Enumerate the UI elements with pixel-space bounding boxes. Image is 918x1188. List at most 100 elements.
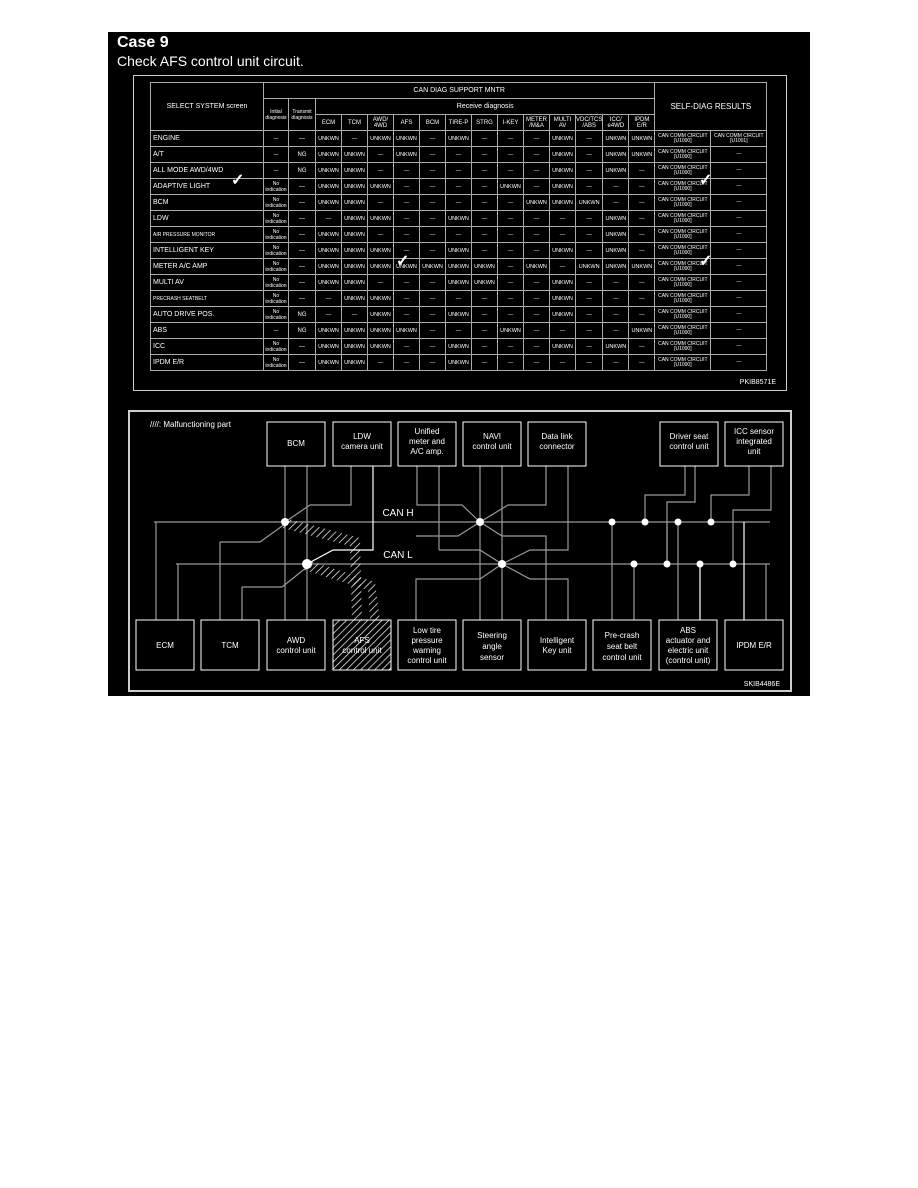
receive-diag-cell: — xyxy=(574,178,604,195)
check-mark-icon: ✓ xyxy=(699,172,713,189)
receive-diag-cell: UNKWN xyxy=(497,322,524,339)
receive-diag-cell: — xyxy=(523,338,550,355)
system-name-cell: IPDM E/R xyxy=(150,354,264,371)
receive-diag-cell: UNKWN xyxy=(549,290,576,307)
receive-diag-cell: — xyxy=(628,162,656,179)
receive-diag-cell: — xyxy=(471,338,498,355)
receive-diag-cell: UNKWN xyxy=(393,146,420,163)
system-name-cell: BCM xyxy=(150,194,264,211)
receive-diag-cell: — xyxy=(471,354,498,371)
receive-diag-cell: — xyxy=(445,322,472,339)
svg-text:control unit: control unit xyxy=(276,646,316,655)
receive-diag-cell: — xyxy=(602,306,630,323)
receive-diag-cell: UNKWN xyxy=(471,274,498,291)
system-name-cell: METER A/C AMP xyxy=(150,258,264,275)
receive-diag-cell: UNKWN xyxy=(549,194,576,211)
receive-diag-cell: — xyxy=(367,274,394,291)
receive-diag-cell: — xyxy=(471,146,498,163)
receive-diag-cell: — xyxy=(419,354,446,371)
receive-diag-cell: UNKWN xyxy=(315,226,342,243)
receive-diag-cell: — xyxy=(497,130,524,147)
receive-diag-cell: UNKWN xyxy=(341,194,368,211)
svg-text:AFS: AFS xyxy=(354,636,370,645)
initial-diag-cell: No indication xyxy=(263,290,289,307)
svg-text:camera unit: camera unit xyxy=(341,442,384,451)
initial-diag-cell: No indication xyxy=(263,194,289,211)
receive-diag-cell: UNKWN xyxy=(549,130,576,147)
receive-diag-cell: UNKWN xyxy=(523,258,550,275)
can-network-diagram: ////: Malfunctioning part CAN H CAN L BC… xyxy=(128,410,792,692)
self-diag-result-1: CAN COMM CIRCUIT [U1000] xyxy=(654,130,712,147)
receive-diag-cell: UNKWN xyxy=(602,162,630,179)
can-diag-support-header: CAN DIAG SUPPORT MNTR xyxy=(262,82,656,99)
receive-diag-cell: — xyxy=(628,338,656,355)
self-diag-result-2: — xyxy=(710,354,768,371)
svg-text:Low tire: Low tire xyxy=(413,626,442,635)
receive-diag-cell: UNKWN xyxy=(367,178,394,195)
receive-diag-cell: UNKWN xyxy=(341,322,368,339)
receive-diag-cell: UNKWN xyxy=(367,322,394,339)
receive-column-header: IPDM E/R xyxy=(628,114,656,131)
receive-diag-cell: UNKWN xyxy=(341,274,368,291)
svg-text:integrated: integrated xyxy=(736,437,772,446)
transmit-diag-cell: — xyxy=(288,258,316,275)
receive-column-header: AFS xyxy=(393,114,420,131)
receive-diag-cell: — xyxy=(497,194,524,211)
self-diag-result-1: CAN COMM CIRCUIT [U1000] xyxy=(654,290,712,307)
receive-diag-cell: — xyxy=(628,290,656,307)
receive-diag-cell: — xyxy=(497,226,524,243)
receive-diag-cell: — xyxy=(549,322,576,339)
receive-diag-cell: — xyxy=(419,306,446,323)
receive-diag-cell: — xyxy=(574,322,604,339)
check-mark-icon: ✓ xyxy=(396,253,410,270)
receive-diag-cell: — xyxy=(574,226,604,243)
receive-diag-cell: UNKWN xyxy=(341,258,368,275)
system-name-cell: ALL MODE AWD/4WD xyxy=(150,162,264,179)
receive-diag-cell: — xyxy=(523,322,550,339)
transmit-diag-cell: — xyxy=(288,178,316,195)
initial-diag-cell: — xyxy=(263,162,289,179)
initial-diag-cell: No indication xyxy=(263,354,289,371)
self-diag-result-2: — xyxy=(710,338,768,355)
receive-diag-cell: — xyxy=(393,338,420,355)
receive-diag-cell: UNKWN xyxy=(341,226,368,243)
receive-diag-cell: — xyxy=(419,290,446,307)
svg-text:connector: connector xyxy=(539,442,574,451)
receive-diag-cell: — xyxy=(497,210,524,227)
receive-diag-cell: UNKWN xyxy=(367,258,394,275)
receive-diag-cell: — xyxy=(419,146,446,163)
receive-diag-cell: — xyxy=(523,354,550,371)
receive-column-header: TIRE-P xyxy=(445,114,472,131)
receive-diag-cell: — xyxy=(367,194,394,211)
receive-diag-cell: — xyxy=(445,290,472,307)
can-diag-table: SELECT SYSTEM screen CAN DIAG SUPPORT MN… xyxy=(150,82,768,371)
svg-text:ABS: ABS xyxy=(680,626,696,635)
self-diag-header: SELF-DIAG RESULTS xyxy=(654,82,768,131)
receive-diag-cell: — xyxy=(367,146,394,163)
receive-diag-cell: UNKWN xyxy=(315,162,342,179)
system-name-cell: PRECRASH SEATBELT xyxy=(150,290,264,307)
receive-diag-cell: — xyxy=(445,146,472,163)
svg-text:seat belt: seat belt xyxy=(607,642,638,651)
receive-diag-cell: — xyxy=(574,162,604,179)
receive-diag-cell: — xyxy=(393,194,420,211)
receive-diag-cell: UNKWN xyxy=(341,178,368,195)
receive-diag-cell: — xyxy=(497,162,524,179)
svg-text:(control unit): (control unit) xyxy=(666,656,711,665)
receive-diag-cell: — xyxy=(523,226,550,243)
receive-diag-cell: — xyxy=(549,210,576,227)
transmit-diag-cell: — xyxy=(288,338,316,355)
receive-diag-cell: — xyxy=(523,162,550,179)
receive-diag-cell: — xyxy=(497,354,524,371)
receive-diag-cell: UNKWN xyxy=(445,242,472,259)
initial-diag-cell: No indication xyxy=(263,242,289,259)
svg-text:control unit: control unit xyxy=(669,442,709,451)
transmit-diag-cell: — xyxy=(288,130,316,147)
receive-diag-cell: — xyxy=(523,130,550,147)
receive-diag-cell: — xyxy=(367,354,394,371)
receive-diag-cell: — xyxy=(471,194,498,211)
